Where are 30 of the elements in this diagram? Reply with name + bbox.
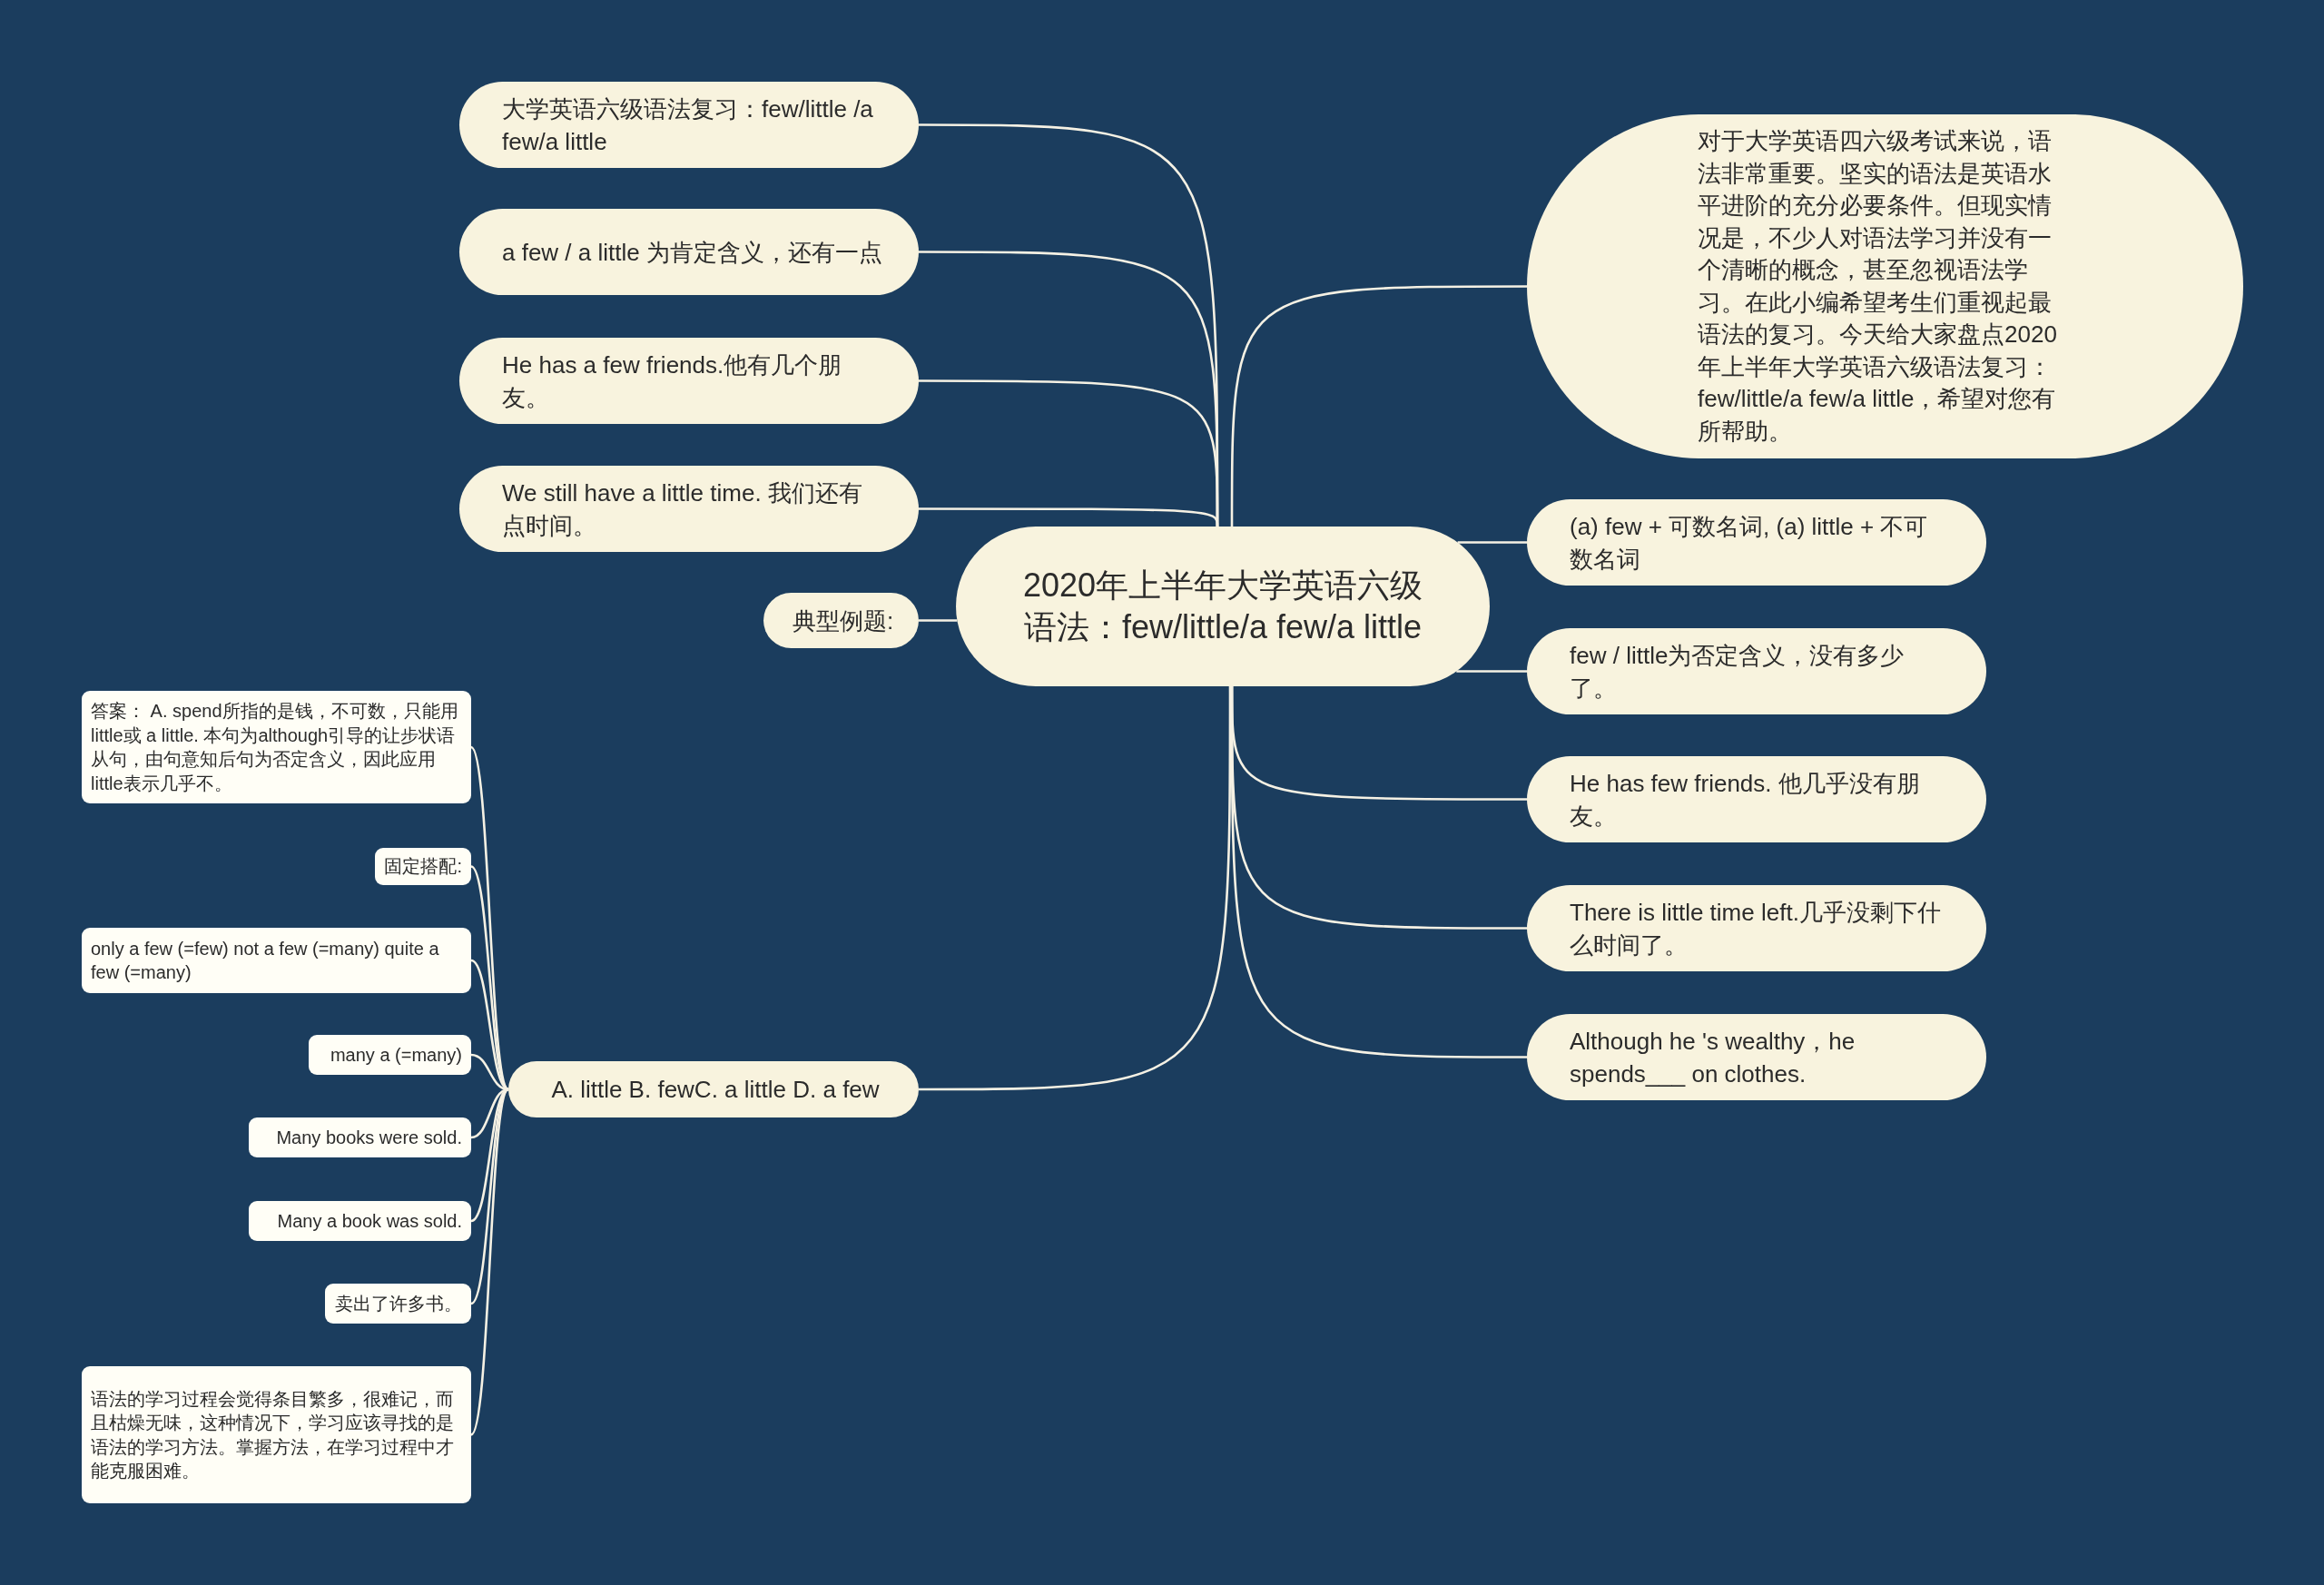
topic-bubble: He has a few friends.他有几个朋友。 [459,338,919,424]
central-topic-bubble: 2020年上半年大学英语六级语法：few/little/a few/a little [956,527,1490,686]
connector-line [919,507,1219,527]
connector-line [1457,541,1527,544]
note-card: 卖出了许多书。 [325,1284,471,1324]
topic-bubble: 典型例题: [763,593,919,648]
topic-bubble: 大学英语六级语法复习：few/little /a few/a little [459,82,919,168]
topic-bubble: 对于大学英语四六级考试来说，语法非常重要。坚实的语法是英语水平进阶的充分必要条件。但现实情况是，不少人对语法学习并没有一个清晰的概念，甚至忽视语法学习。在此小编希望考生们重视起最语法的复习。今天给大家盘点2020年上半年大学英语六级语法复习：few/little/a few/a little，希望对您有所帮助。 [1527,114,2243,458]
topic-bubble: He has few friends. 他几乎没有朋友。 [1527,756,1986,842]
topic-bubble: Although he 's wealthy，he spends___ on clothes. [1527,1014,1986,1100]
note-card: only a few (=few) not a few (=many) quite a few (=many) [82,928,471,993]
topic-bubble: There is little time left.几乎没剩下什么时间了。 [1527,885,1986,971]
connector-line [470,865,509,1090]
connector-line [919,619,958,622]
connector-line [1230,285,1527,527]
connector-line [919,686,1232,1091]
connector-line [1230,686,1527,1058]
note-card: many a (=many) [309,1035,471,1075]
topic-bubble: (a) few + 可数名词, (a) little + 不可数名词 [1527,499,1986,586]
note-card: Many a book was sold. [249,1201,471,1241]
topic-bubble: a few / a little 为肯定含义，还有一点 [459,209,919,295]
connector-line [469,1088,510,1436]
topic-bubble: We still have a little time. 我们还有点时间。 [459,466,919,552]
topic-bubble: few / little为否定含义，没有多少了。 [1527,628,1986,714]
note-card: 固定搭配: [375,848,471,885]
note-card: Many books were sold. [249,1117,471,1157]
note-card: 答案： A. spend所指的是钱，不可数，只能用little或 a little. 本句为although引导的让步状语从句，由句意知后句为否定含义，因此应用little表示几乎不。 [82,691,471,803]
connector-line [1456,670,1527,673]
note-card: 语法的学习过程会觉得条目繁多，很难记，而且枯燥无味，这种情况下，学习应该寻找的是语法的学习方法。掌握方法，在学习过程中才能克服困难。 [82,1366,471,1503]
topic-bubble: A. little B. fewC. a little D. a few [508,1061,919,1117]
